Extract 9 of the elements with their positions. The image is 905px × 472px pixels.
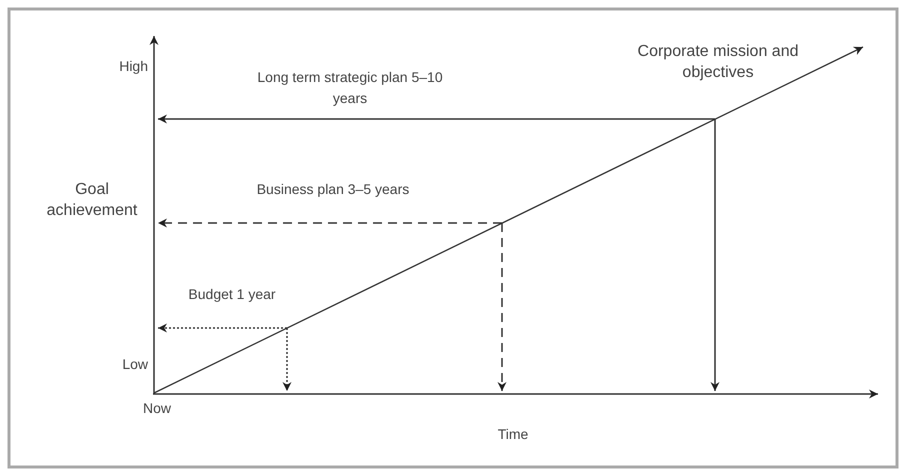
axis-label: Low — [121, 355, 148, 374]
axis-label: High — [118, 57, 148, 76]
plan-label: Business plan 3–5 years — [256, 180, 410, 199]
axis-title: Goal achievement — [46, 180, 138, 221]
axis-title: Time — [496, 425, 530, 444]
plan-label: Budget 1 year — [187, 285, 277, 304]
goal-label: Corporate mission and objectives — [636, 42, 800, 83]
axis-label: Now — [142, 399, 172, 418]
plan-label: Long term strategic plan 5–10 years — [256, 68, 444, 108]
